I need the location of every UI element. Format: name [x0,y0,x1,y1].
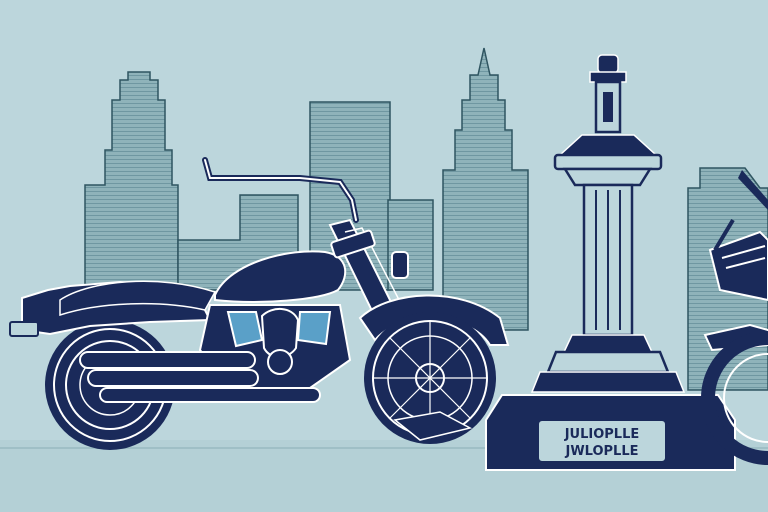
monument: JULIOPLLE JWLOPLLE [485,54,736,471]
seat [59,280,217,317]
stepped-tower-left [84,71,179,291]
plaque [537,419,667,463]
tail-light [9,321,39,337]
plaque-text-line1: JULIOPLLE [564,427,640,442]
kickstand [393,411,473,441]
motorcycle [9,157,510,450]
headlight [391,251,409,279]
exhaust-pipes [79,351,321,403]
spire-tower [442,47,529,331]
plaque-text-line2: JWLOPLLE [564,444,638,459]
fuel-tank [214,250,347,303]
second-motorcycle [701,170,768,465]
